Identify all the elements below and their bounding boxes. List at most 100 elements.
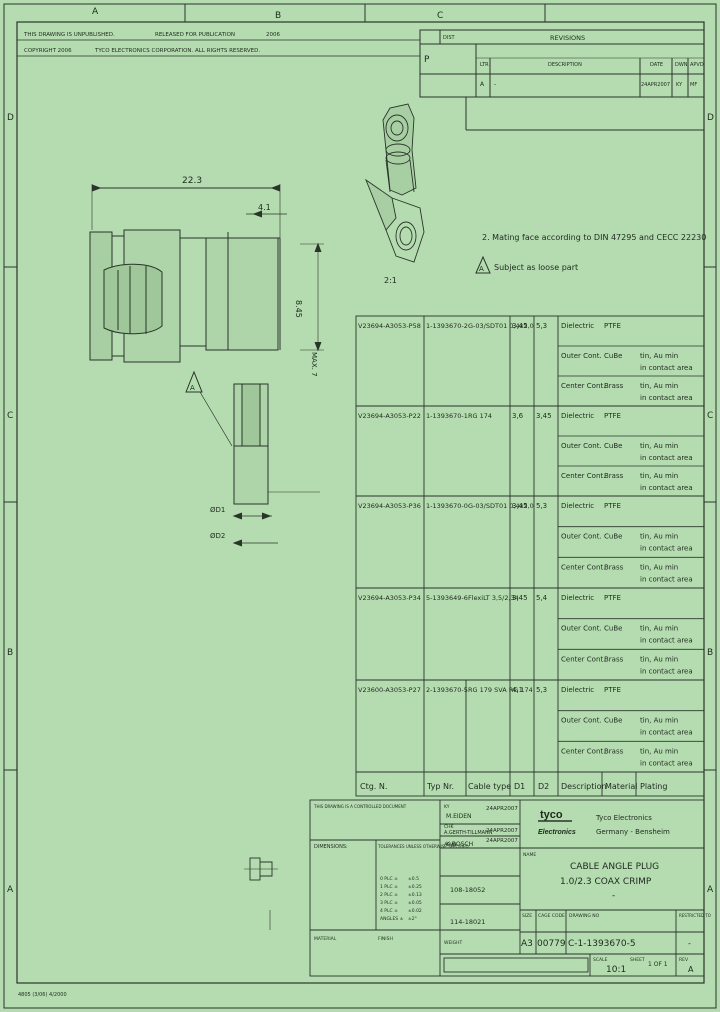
footer-form: 4805 (3/06) 4/2000 [18, 992, 67, 998]
tolerance-value: ±2° [408, 916, 417, 922]
row-d1: 3,45 [512, 502, 528, 510]
zone-top-a: A [92, 7, 99, 17]
tb-company: Tyco Electronics [595, 814, 652, 822]
tb-name-label: NAME [523, 852, 536, 858]
rev-row-ltr: A [480, 81, 485, 88]
rev-date: DATE [650, 62, 663, 68]
tb-weight: WEIGHT [444, 940, 462, 946]
col-d2: D2 [538, 782, 549, 791]
part-plating-area: in contact area [640, 454, 693, 462]
tb-appr: APVD [444, 842, 457, 848]
rev-dist: DIST [443, 35, 455, 41]
part-material: Brass [604, 472, 624, 480]
zone-top-b: B [275, 11, 281, 21]
part-plating-area: in contact area [640, 394, 693, 402]
col-mat: Material [605, 782, 638, 791]
part-material: CuBe [604, 717, 622, 725]
row-typ: 2-1393670-5 [426, 686, 468, 694]
outer-border [3, 3, 717, 1009]
part-plating-area: in contact area [640, 545, 693, 553]
row-d2: 3,45 [536, 412, 552, 420]
part-desc: Outer Cont. [561, 352, 602, 360]
part-plating: tin, Au min [640, 717, 678, 725]
part-plating: tin, Au min [640, 352, 678, 360]
header-copyright: COPYRIGHT 2006 [24, 48, 72, 54]
tb-restricted: - [688, 939, 691, 948]
dim-overall: 22.3 [182, 176, 202, 186]
dim-d2: ØD2 [210, 532, 225, 540]
tb-sheet: 1 OF 1 [648, 961, 668, 968]
tb-application-spec: 114-18021 [450, 918, 485, 926]
part-material: Brass [604, 747, 624, 755]
col-cable: Cable type [468, 782, 511, 791]
row-typ: 5-1393649-6 [426, 594, 468, 602]
part-plating-area: in contact area [640, 729, 693, 737]
row-typ: 1-1393670-2 [426, 322, 468, 330]
part-plating: tin, Au min [640, 563, 678, 571]
header-year: 2006 [266, 32, 280, 38]
iso-scale: 2:1 [384, 276, 397, 285]
tb-product-spec: 108-18052 [450, 886, 485, 894]
row-cable: RG 179 SVA RG 174 [468, 686, 533, 694]
part-material: PTFE [604, 686, 621, 694]
part-plating: tin, Au min [640, 655, 678, 663]
tb-dwn: KY [444, 804, 450, 810]
part-plating: tin, Au min [640, 747, 678, 755]
part-plating-area: in contact area [640, 667, 693, 675]
tolerance-value: ±0.13 [408, 892, 422, 898]
part-desc: Outer Cont. [561, 533, 602, 541]
row-typ: 1-1393670-0 [426, 502, 468, 510]
row-d2: 5,4 [536, 594, 548, 602]
tolerance-label: 3 PLC ± [380, 900, 398, 906]
part-plating: tin, Au min [640, 442, 678, 450]
col-typ: Typ Nr. [426, 782, 454, 791]
row-ctg: V23694-A3053-P58 [358, 322, 421, 330]
row-cable: G-03/SDT01 0,4x2,0 [468, 502, 534, 510]
row-ctg: V23694-A3053-P34 [358, 594, 421, 602]
col-desc: Description [561, 782, 607, 791]
header-rights: TYCO ELECTRONICS CORPORATION. ALL RIGHTS… [94, 48, 260, 54]
part-plating-area: in contact area [640, 364, 693, 372]
projection-symbol [244, 857, 278, 930]
row-ctg: V23694-A3053-P22 [358, 412, 421, 420]
row-ctg: V23694-A3053-P36 [358, 502, 421, 510]
tolerance-value: ±0.02 [408, 908, 422, 914]
tb-sheet-label: SHEET [630, 957, 645, 963]
part-desc: Outer Cont. [561, 625, 602, 633]
tolerance-label: 0 PLC ± [380, 876, 398, 882]
part-material: Brass [604, 382, 624, 390]
tb-dwn-name: M.EIDEN [446, 813, 472, 820]
part-material: PTFE [604, 412, 621, 420]
tb-chk: CHK [444, 824, 455, 830]
zone-left-c: C [7, 411, 13, 421]
tolerance-value: ±0.25 [408, 884, 422, 890]
zone-right-b: B [707, 648, 713, 658]
zone-left-a: A [7, 885, 14, 895]
part-desc: Center Cont. [561, 382, 605, 390]
part-desc: Center Cont. [561, 472, 605, 480]
tb-fine-print: THIS DRAWING IS A CONTROLLED DOCUMENT [313, 804, 407, 809]
tb-tolerances: TOLERANCES UNLESS OTHERWISE SPECIFIED: [377, 844, 470, 849]
parts-table [355, 315, 705, 797]
part-plating-area: in contact area [640, 637, 693, 645]
tb-name-2: 1.0/2.3 COAX CRIMP [560, 877, 652, 887]
tolerance-label: 2 PLC ± [380, 892, 398, 898]
side-view-mark-a: A [190, 384, 195, 392]
zone-right-c: C [707, 411, 713, 421]
rev-ltr: LTR [480, 62, 489, 68]
col-ctg: Ctg. N. [360, 782, 387, 791]
tb-chk-name: A.GERTH-TILLMANN [444, 830, 493, 836]
zone-left-d: D [7, 113, 14, 123]
header-unpublished: THIS DRAWING IS UNPUBLISHED. [23, 32, 115, 38]
row-d2: 5,3 [536, 322, 547, 330]
tolerance-value: ±0.05 [408, 900, 422, 906]
title-block [309, 799, 705, 977]
zone-top-c: C [437, 11, 443, 21]
row-typ: 1-1393670-1 [426, 412, 468, 420]
row-cable: FlexiLT 3,5/2,34 [468, 594, 519, 602]
tb-scale: 10:1 [606, 965, 626, 975]
part-desc: Outer Cont. [561, 717, 602, 725]
